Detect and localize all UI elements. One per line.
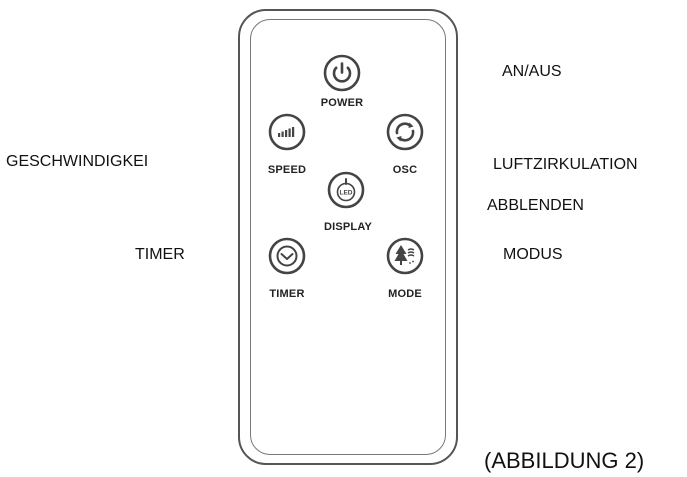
callout-power: AN/AUS: [502, 63, 562, 80]
led-display-icon: LED: [327, 171, 365, 209]
oscillation-icon: [386, 113, 424, 151]
power-button[interactable]: [322, 53, 362, 93]
osc-button[interactable]: [385, 112, 425, 152]
timer-label: TIMER: [269, 288, 305, 300]
power-label: POWER: [320, 97, 364, 109]
timer-button[interactable]: [267, 236, 307, 276]
power-icon: [323, 54, 361, 92]
figure-caption: (ABBILDUNG 2): [484, 448, 645, 473]
remote-inner-panel: [250, 19, 446, 455]
led-icon-text: LED: [340, 190, 353, 197]
speed-bars-icon: [268, 113, 306, 151]
mode-button[interactable]: [385, 236, 425, 276]
osc-label: OSC: [392, 164, 418, 176]
display-label: DISPLAY: [323, 221, 373, 233]
timer-icon: [268, 237, 306, 275]
callout-osc: LUFTZIRKULATION: [493, 156, 638, 173]
mode-label: MODE: [388, 288, 422, 300]
callout-speed: GESCHWINDIGKEI: [6, 153, 149, 170]
callout-timer: TIMER: [135, 246, 185, 263]
callout-display: ABBLENDEN: [487, 197, 584, 214]
remote-outer-body: [238, 9, 458, 465]
speed-label: SPEED: [267, 164, 307, 176]
mode-tree-wind-icon: [386, 237, 424, 275]
callout-mode: MODUS: [503, 246, 563, 263]
speed-button[interactable]: [267, 112, 307, 152]
display-button[interactable]: LED: [326, 170, 366, 210]
